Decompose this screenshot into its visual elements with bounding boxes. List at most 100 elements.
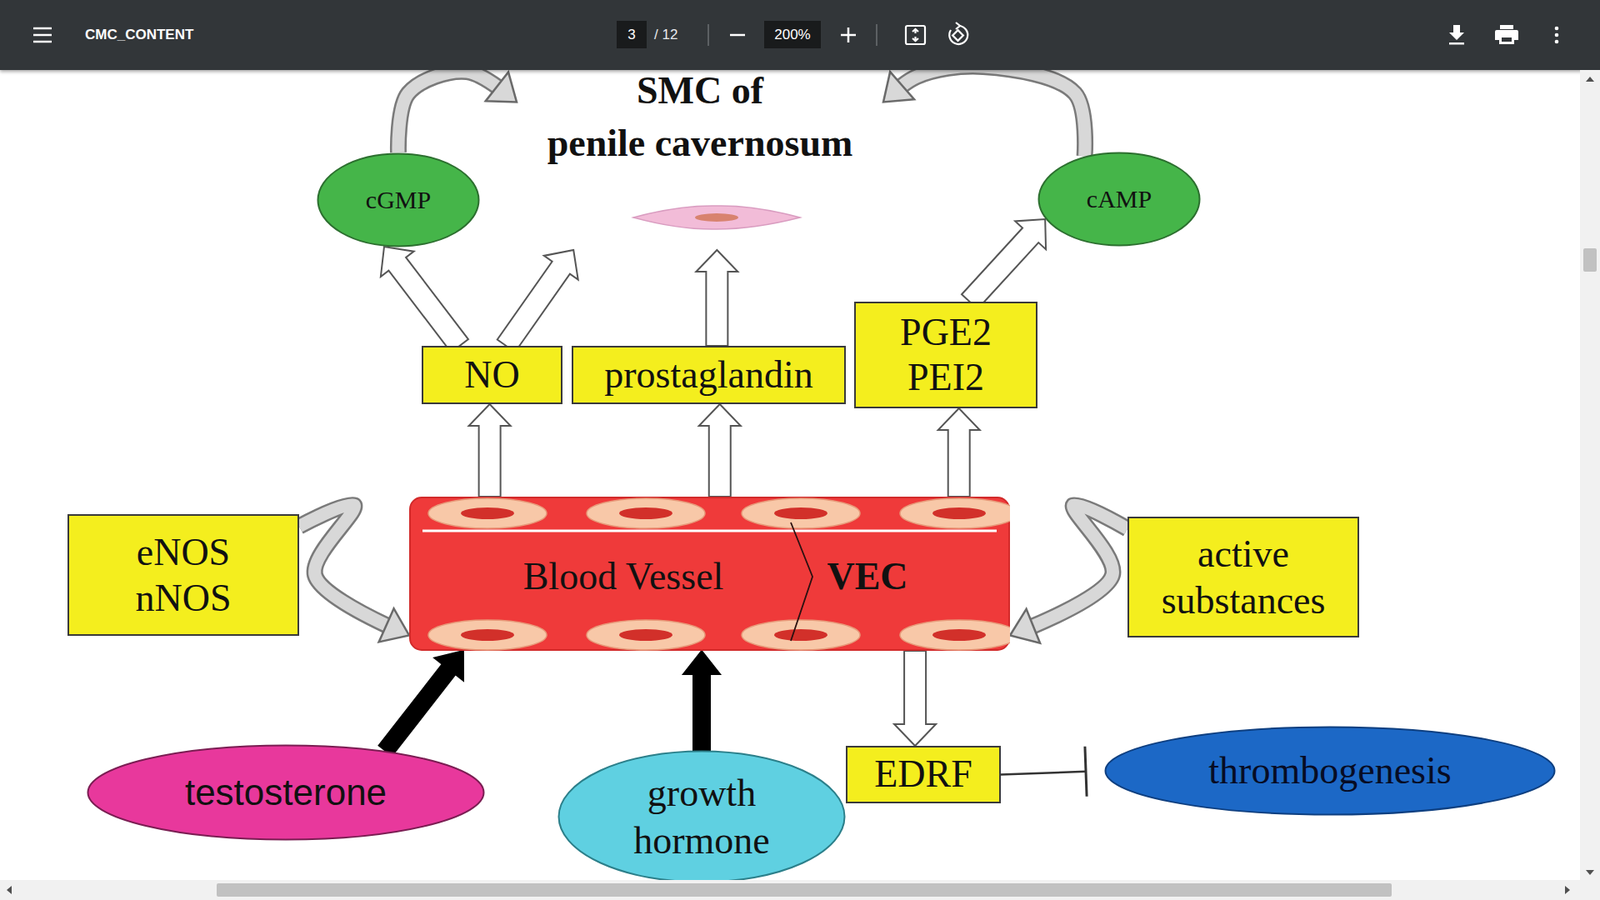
zoom-out-icon bbox=[730, 34, 745, 37]
print-icon bbox=[1495, 25, 1519, 45]
node-label: active substances bbox=[1161, 530, 1326, 623]
cell-nucleus bbox=[932, 507, 986, 520]
hollow-arrow bbox=[938, 408, 980, 497]
hollow-arrow bbox=[894, 650, 936, 746]
rotate-icon bbox=[949, 22, 968, 45]
hollow-arrow bbox=[497, 250, 579, 352]
blood-vessel-band: Blood VesselVEC bbox=[409, 496, 1010, 651]
node-label: PGE2 PEI2 bbox=[900, 310, 992, 401]
arrow-connector bbox=[469, 404, 511, 497]
page-count: / 12 bbox=[654, 26, 678, 44]
scroll-left-arrow bbox=[6, 885, 12, 895]
scroll-down-arrow bbox=[1585, 870, 1595, 875]
download-icon bbox=[1449, 25, 1465, 45]
fit-page-icon bbox=[905, 25, 925, 45]
vec-pointer bbox=[790, 522, 813, 641]
hormone-ellipse: testosterone bbox=[86, 744, 485, 841]
scroll-up-arrow bbox=[1585, 76, 1595, 82]
curved-arrow-body bbox=[398, 71, 517, 153]
inhibition-connector bbox=[1000, 746, 1087, 797]
node-label: EDRF bbox=[874, 752, 973, 797]
arrow-connector bbox=[683, 650, 720, 750]
node-label: growth hormone bbox=[633, 769, 770, 865]
cell-nucleus bbox=[460, 507, 515, 520]
cell-nucleus bbox=[695, 213, 739, 222]
mediator-box: prostaglandin bbox=[571, 345, 846, 405]
toolbar-separator bbox=[875, 24, 878, 46]
document-title: CMC_CONTENT bbox=[85, 26, 194, 44]
endothelial-cell bbox=[428, 620, 547, 650]
node-label: thrombogenesis bbox=[1208, 749, 1451, 794]
messenger-ellipse: cAMP bbox=[1037, 151, 1201, 247]
node-label: testosterone bbox=[185, 771, 387, 815]
page-number: 3 bbox=[627, 26, 635, 44]
cell-heading: SMC of penile cavernosum bbox=[516, 65, 884, 250]
hollow-arrow bbox=[469, 404, 511, 497]
vessel-lining bbox=[422, 530, 997, 533]
arrow-connector bbox=[380, 246, 469, 353]
arrow-connector bbox=[695, 250, 738, 346]
cell-body bbox=[633, 205, 800, 230]
curved-arrow-outline bbox=[398, 71, 517, 153]
vertical-scroll-track bbox=[1580, 70, 1600, 880]
ellipse-fill bbox=[1105, 727, 1555, 815]
endothelial-cell bbox=[900, 620, 1010, 650]
substance-box: active substances bbox=[1127, 516, 1360, 638]
arrow-connector bbox=[938, 408, 980, 497]
node-label: cGMP bbox=[365, 185, 431, 215]
arrow-connector bbox=[1010, 504, 1128, 643]
cell-nucleus bbox=[774, 629, 828, 641]
ellipse-fill bbox=[559, 751, 845, 883]
mediator-box: NO bbox=[421, 345, 563, 405]
hollow-arrow bbox=[961, 219, 1046, 310]
ellipse-outline bbox=[557, 750, 846, 884]
toolbar-separator bbox=[707, 24, 710, 46]
node-label: prostaglandin bbox=[604, 353, 813, 398]
arrow-head bbox=[485, 72, 517, 103]
cell-nucleus bbox=[774, 507, 828, 520]
cell-nucleus bbox=[460, 629, 515, 641]
arrow-connector bbox=[497, 250, 579, 352]
process-ellipse: thrombogenesis bbox=[1104, 725, 1556, 816]
zoom-level: 200% bbox=[774, 26, 810, 44]
arrow-connector bbox=[299, 504, 410, 642]
zoom-box bbox=[764, 20, 821, 49]
arrow-connector bbox=[379, 650, 464, 756]
curved-arrow-outline bbox=[883, 66, 1085, 157]
node-label: SMC of penile cavernosum bbox=[547, 65, 854, 170]
cell-nucleus bbox=[932, 629, 986, 641]
node-label: NO bbox=[464, 353, 520, 398]
messenger-ellipse: cGMP bbox=[316, 152, 480, 248]
cell-nucleus bbox=[619, 507, 673, 520]
endothelial-cell bbox=[428, 498, 547, 529]
zoom-in-icon bbox=[840, 27, 856, 43]
arrow-connector bbox=[894, 650, 936, 746]
inhibition-bar bbox=[1085, 746, 1087, 797]
node-label: eNOS nNOS bbox=[135, 529, 231, 621]
hollow-arrow bbox=[699, 404, 741, 497]
menu-icon bbox=[33, 28, 52, 42]
curved-arrow-body bbox=[883, 66, 1085, 157]
enzyme-box: eNOS nNOS bbox=[67, 514, 300, 636]
node-label: cAMP bbox=[1086, 185, 1152, 215]
solid-arrow bbox=[379, 650, 464, 756]
horizontal-scroll-track bbox=[0, 880, 1600, 900]
cell-type-label: VEC bbox=[826, 555, 908, 600]
arrow-connector bbox=[883, 66, 1085, 157]
hormone-ellipse: growth hormone bbox=[557, 750, 846, 884]
ellipse-fill bbox=[1039, 153, 1200, 246]
hollow-arrow bbox=[695, 250, 738, 346]
hollow-arrow bbox=[380, 246, 469, 353]
arrow-connector bbox=[699, 404, 741, 497]
page-number-box bbox=[616, 20, 647, 49]
endothelial-cell bbox=[741, 498, 860, 529]
ellipse-fill bbox=[318, 154, 480, 247]
endothelial-cell bbox=[586, 620, 705, 650]
arrow-head bbox=[1010, 609, 1040, 644]
factor-box: EDRF bbox=[845, 745, 1001, 804]
smooth-muscle-cell bbox=[516, 200, 884, 235]
arrow-head bbox=[379, 608, 410, 642]
